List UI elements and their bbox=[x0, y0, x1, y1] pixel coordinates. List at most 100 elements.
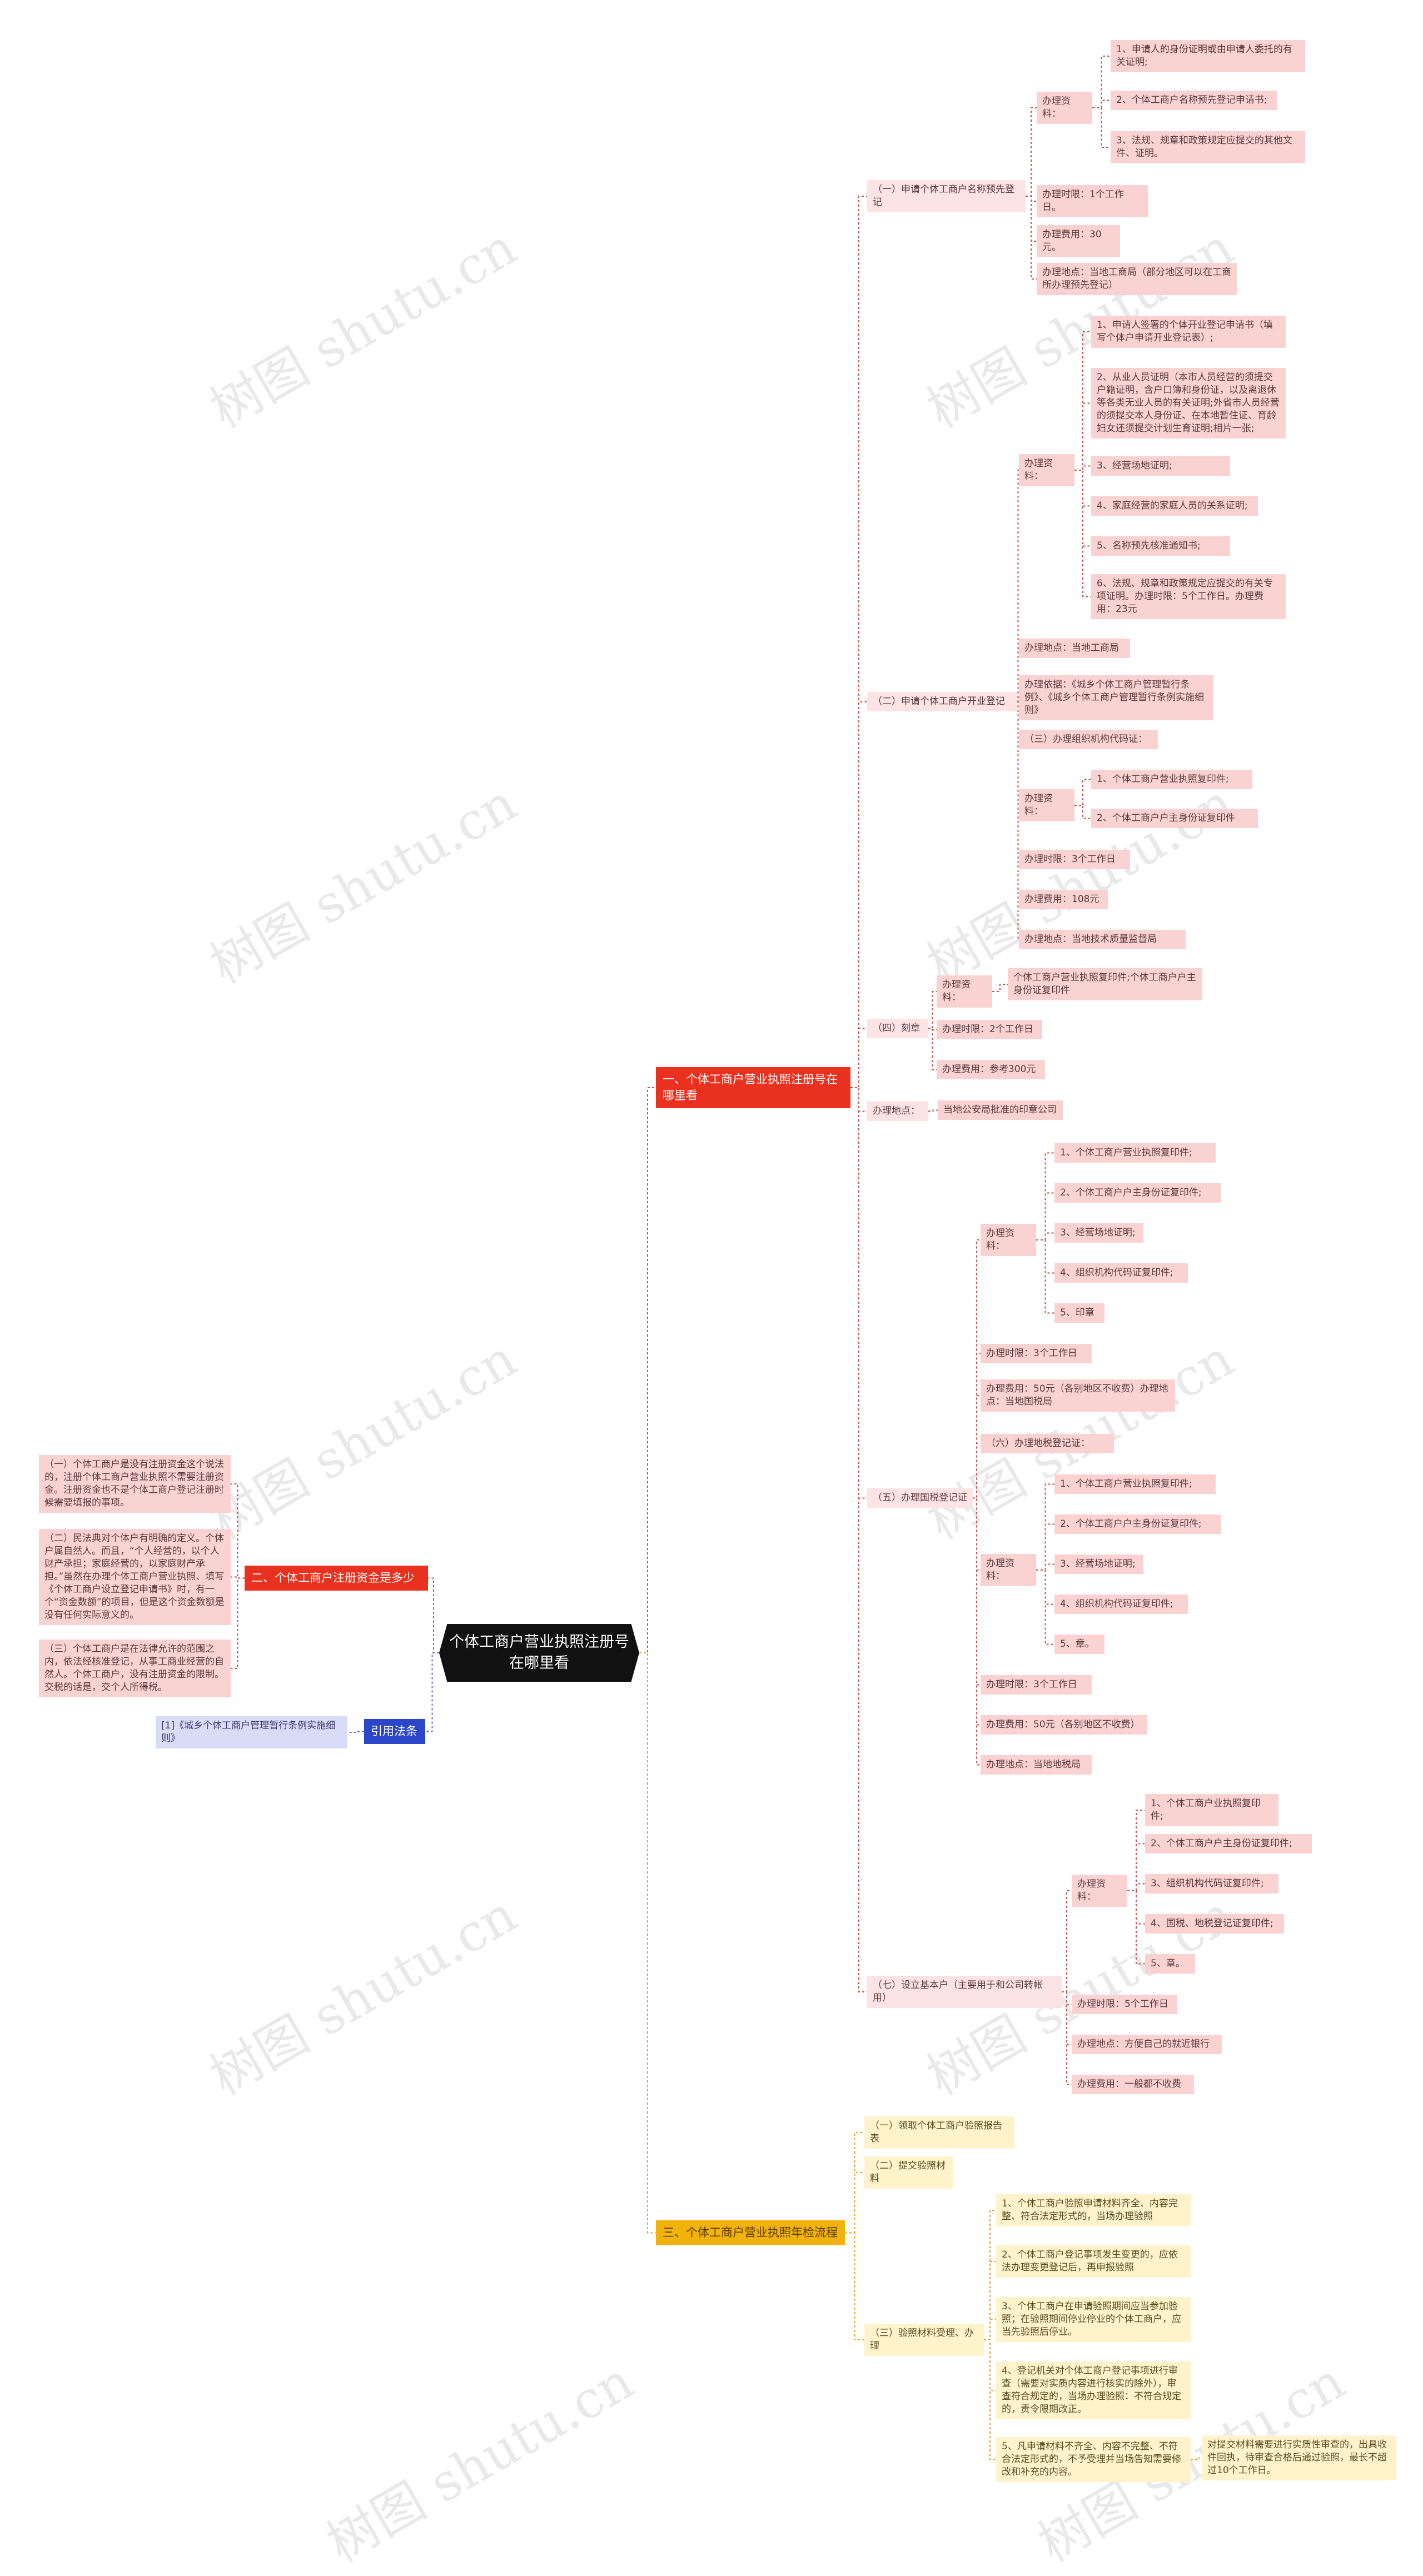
connector bbox=[1074, 465, 1091, 471]
place-item: 办理地点：方便自己的就近银行 bbox=[1072, 2035, 1222, 2054]
inspection-step[interactable]: （二）提交验照材料 bbox=[864, 2156, 953, 2189]
materials-label[interactable]: 办理资料： bbox=[1019, 789, 1074, 821]
connector bbox=[428, 1577, 439, 1653]
inspection-extra-item: 对提交材料需要进行实质性审查的，出具收件回执，待审查合格后通过验照，最长不超过1… bbox=[1202, 2435, 1396, 2480]
connector bbox=[1017, 470, 1019, 702]
materials-label[interactable]: 办理资料： bbox=[981, 1224, 1036, 1256]
list-item: 3、经营场地证明; bbox=[1054, 1554, 1143, 1574]
list-item: 2、个体工商户名称预先登记申请书; bbox=[1111, 91, 1277, 110]
time-item: 办理时限：5个工作日 bbox=[1072, 1995, 1177, 2014]
connector bbox=[973, 1443, 981, 1499]
list-item: 3、经营场地证明; bbox=[1054, 1223, 1143, 1243]
branch-registered-capital[interactable]: 二、个体工商户注册资金是多少 bbox=[245, 1566, 428, 1591]
list-item: 4、国税、地税登记证复印件; bbox=[1145, 1914, 1284, 1934]
time-item: 办理时限：3个工作日 bbox=[981, 1675, 1092, 1695]
inspection-sub-item: 1、个体工商户验照申请材料齐全、内容完整、符合法定形式的，当场办理验照 bbox=[996, 2194, 1191, 2226]
connector bbox=[1036, 1563, 1054, 1571]
connector bbox=[1127, 1890, 1145, 1965]
connector bbox=[850, 1028, 867, 1088]
list-item: 2、个体工商户户主身份证复印件 bbox=[1091, 809, 1258, 828]
section-basic-account[interactable]: （七）设立基本户（主要用于和公司转帐用） bbox=[867, 1976, 1062, 2008]
connector bbox=[1062, 1991, 1072, 2005]
connector bbox=[1036, 1232, 1054, 1240]
connector bbox=[347, 1731, 364, 1733]
time-item: 办理时限：3个工作日 bbox=[1019, 850, 1130, 869]
list-item: 5、名称预先核准通知书; bbox=[1091, 536, 1230, 556]
list-item: 6、法规、规章和政策规定应提交的有关专项证明。办理时限：5个工作日。办理费用：2… bbox=[1091, 574, 1286, 619]
place-item: 办理地点：当地工商局 bbox=[1019, 639, 1130, 658]
connector-lines bbox=[231, 56, 1202, 2460]
connector bbox=[231, 1577, 245, 1669]
capital-item: （一）个体工商户是没有注册资金这个说法的，注册个体工商户营业执照不需要注册资金。… bbox=[39, 1455, 231, 1513]
connector bbox=[1127, 1883, 1145, 1891]
inspection-sub-item: 4、登记机关对个体工商户登记事项进行审查（需要对实质内容进行核实的除外），审查符… bbox=[996, 2361, 1191, 2419]
connector bbox=[984, 2210, 996, 2340]
branch-cited-law[interactable]: 引用法条 bbox=[364, 1719, 425, 1744]
inspection-step[interactable]: （一）领取个体工商户验照报告表 bbox=[864, 2116, 1014, 2149]
connector bbox=[928, 991, 937, 1029]
fee-item: 办理费用：108元 bbox=[1019, 890, 1108, 909]
org-code-item[interactable]: （三）办理组织机构代码证： bbox=[1019, 730, 1158, 749]
connector bbox=[1074, 805, 1091, 819]
materials-label[interactable]: 办理资料： bbox=[1037, 92, 1092, 124]
capital-item: （二）民法典对个体户有明确的定义。个体户属自然人。而且，“个人经营的，以个人财产… bbox=[39, 1529, 231, 1625]
branch-registration-number[interactable]: 一、个体工商户营业执照注册号在哪里看 bbox=[656, 1067, 850, 1108]
branch-annual-inspection[interactable]: 三、个体工商户营业执照年检流程 bbox=[656, 2220, 845, 2245]
section-opening-registration[interactable]: （二）申请个体工商户开业登记 bbox=[867, 692, 1017, 711]
connector bbox=[845, 2232, 864, 2340]
connector bbox=[1092, 99, 1111, 108]
cited-law-item[interactable]: [1]《城乡个体工商户管理暂行条例实施细则》 bbox=[156, 1716, 347, 1748]
fee-item: 办理费用：一般都不收费 bbox=[1072, 2075, 1194, 2094]
connector bbox=[845, 2172, 864, 2234]
list-item: 1、个体工商户营业执照复印件; bbox=[1054, 1474, 1216, 1494]
place-value: 当地公安局批准的印章公司 bbox=[938, 1100, 1063, 1120]
list-item: 2、个体工商户户主身份证复印件; bbox=[1054, 1183, 1221, 1203]
connector bbox=[639, 1087, 656, 1653]
materials-label[interactable]: 办理资料： bbox=[1019, 454, 1074, 486]
list-item: 5、章。 bbox=[1054, 1635, 1104, 1654]
place-item: 办理地点：当地技术质量监督局 bbox=[1019, 930, 1186, 949]
place-label[interactable]: 办理地点： bbox=[867, 1102, 928, 1121]
section-seal-carving[interactable]: （四）刻章 bbox=[867, 1019, 928, 1038]
fee-item: 办理费用：50元（各别地区不收费）办理地点：当地国税局 bbox=[981, 1379, 1175, 1412]
connector bbox=[1036, 1239, 1054, 1314]
connector bbox=[1092, 107, 1111, 148]
list-item: 3、法规、规章和政策规定应提交的其他文件、证明。 bbox=[1111, 131, 1305, 163]
connector bbox=[992, 984, 1008, 992]
connector bbox=[1036, 1483, 1054, 1571]
time-item: 办理时限：3个工作日 bbox=[981, 1344, 1092, 1363]
fee-item: 办理费用：30元。 bbox=[1037, 225, 1120, 257]
inspection-step[interactable]: （三）验照材料受理、办理 bbox=[864, 2324, 984, 2356]
connector bbox=[928, 1028, 937, 1070]
materials-label[interactable]: 办理资料： bbox=[1072, 1875, 1127, 1907]
place-item: 办理地点：当地地税局 bbox=[981, 1755, 1092, 1775]
connector bbox=[850, 701, 867, 1088]
local-tax-item[interactable]: （六）办理地税登记证： bbox=[981, 1434, 1114, 1453]
place-item: 办理地点：当地工商局（部分地区可以在工商所办理预先登记） bbox=[1037, 263, 1237, 295]
list-item: 4、家庭经营的家庭人员的关系证明; bbox=[1091, 496, 1258, 516]
materials-label[interactable]: 办理资料： bbox=[981, 1554, 1036, 1586]
list-item: 3、经营场地证明; bbox=[1091, 456, 1230, 476]
connector bbox=[1036, 1569, 1054, 1645]
connector bbox=[984, 2261, 996, 2340]
inspection-sub-item: 3、个体工商户在申请验照期间应当参加验照；在验照期间停业停业的个体工商户，应当先… bbox=[996, 2297, 1191, 2342]
list-item: 4、组织机构代码证复印件; bbox=[1054, 1595, 1188, 1614]
connector bbox=[1074, 470, 1091, 597]
materials-label[interactable]: 办理资料： bbox=[937, 975, 992, 1008]
section-name-registration[interactable]: （一）申请个体工商户名称预先登记 bbox=[867, 180, 1026, 212]
list-item: 2、个体工商户户主身份证复印件; bbox=[1145, 1834, 1312, 1853]
section-national-tax[interactable]: （五）办理国税登记证 bbox=[867, 1488, 973, 1508]
list-item: 个体工商户营业执照复印件;个体工商户户主身份证复印件 bbox=[1008, 968, 1202, 1000]
connector bbox=[639, 1652, 656, 2234]
fee-item: 办理费用：参考300元 bbox=[937, 1060, 1045, 1079]
root-topic[interactable]: 个体工商户营业执照注册号在哪里看 bbox=[439, 1624, 639, 1682]
connector bbox=[1062, 1991, 1072, 2085]
list-item: 1、个体工商户业执照复印件; bbox=[1145, 1794, 1278, 1826]
time-item: 办理时限：2个工作日 bbox=[937, 1020, 1042, 1039]
capital-item: （三）个体工商户是在法律允许的范围之内，依法经核准登记，从事工商业经营的自然人。… bbox=[39, 1640, 231, 1697]
list-item: 3、组织机构代码证复印件; bbox=[1145, 1874, 1278, 1894]
list-item: 1、申请人签署的个体开业登记申请书（填写个体户申请开业登记表）; bbox=[1091, 316, 1286, 348]
connector bbox=[984, 2339, 996, 2460]
list-item: 5、章。 bbox=[1145, 1954, 1195, 1974]
list-item: 4、组织机构代码证复印件; bbox=[1054, 1263, 1188, 1283]
